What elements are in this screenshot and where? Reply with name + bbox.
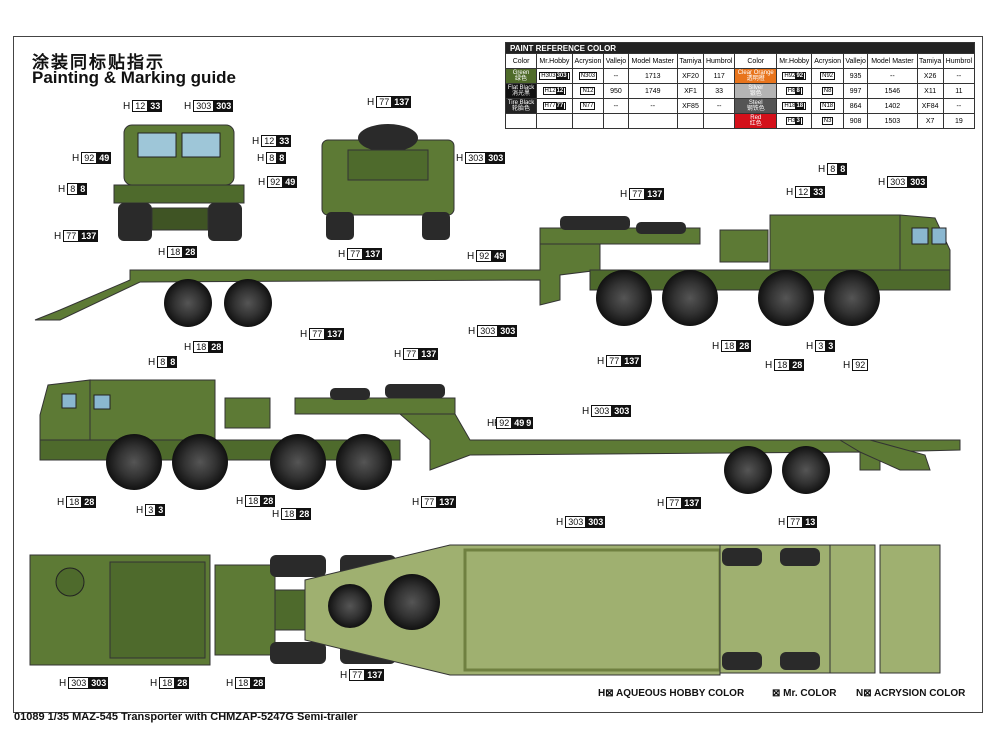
empty-cell — [703, 113, 736, 129]
paint-code-vallejo: 908 — [842, 113, 869, 129]
table-column-header: Mr.Hobby — [536, 53, 573, 69]
empty-cell — [504, 113, 538, 129]
title-chinese: 涂装同标贴指示 — [32, 53, 165, 73]
table-column-header: Acrysion — [811, 53, 844, 69]
paint-code-vallejo: 935 — [842, 68, 869, 84]
acrysion-code: N3 — [811, 113, 844, 129]
table-column-header: Humbrol — [703, 53, 736, 69]
paint-code-tamiya: XF85 — [676, 98, 705, 114]
top-view — [29, 544, 941, 676]
legend-mr-color: ⊠ Mr. COLOR — [772, 688, 837, 699]
table-column-header: Humbrol — [942, 53, 976, 69]
paint-code-tamiya: X7 — [916, 113, 944, 129]
paint-code-vallejo: 997 — [842, 83, 869, 99]
title-english: Painting & Marking guide — [32, 68, 237, 87]
table-column-header: Acrysion — [571, 53, 605, 69]
empty-cell — [603, 113, 629, 129]
table-column-header: Model Master — [627, 53, 678, 69]
paint-code-humbrol: 19 — [942, 113, 976, 129]
mr-hobby-code: H33 — [776, 113, 813, 129]
mr-hobby-code: H1212 — [536, 83, 573, 99]
table-column-header: Color — [734, 53, 778, 69]
paint-code-mm: 1503 — [867, 113, 918, 129]
empty-cell — [536, 113, 573, 129]
front-view-truck — [113, 124, 245, 241]
legend-acrysion: N⊠ ACRYSION COLOR — [856, 688, 966, 699]
mr-hobby-code: H7777 — [536, 98, 573, 114]
table-column-header: Tamiya — [916, 53, 944, 69]
rear-view-truck — [321, 124, 455, 240]
side-view-right-facing — [34, 214, 951, 327]
empty-cell — [676, 113, 705, 129]
legend-aqueous: H⊠ AQUEOUS HOBBY COLOR — [598, 688, 745, 699]
footer-caption: 01089 1/35 MAZ-545 Transporter with CHMZ… — [14, 711, 358, 723]
side-view-left-facing — [39, 379, 961, 494]
